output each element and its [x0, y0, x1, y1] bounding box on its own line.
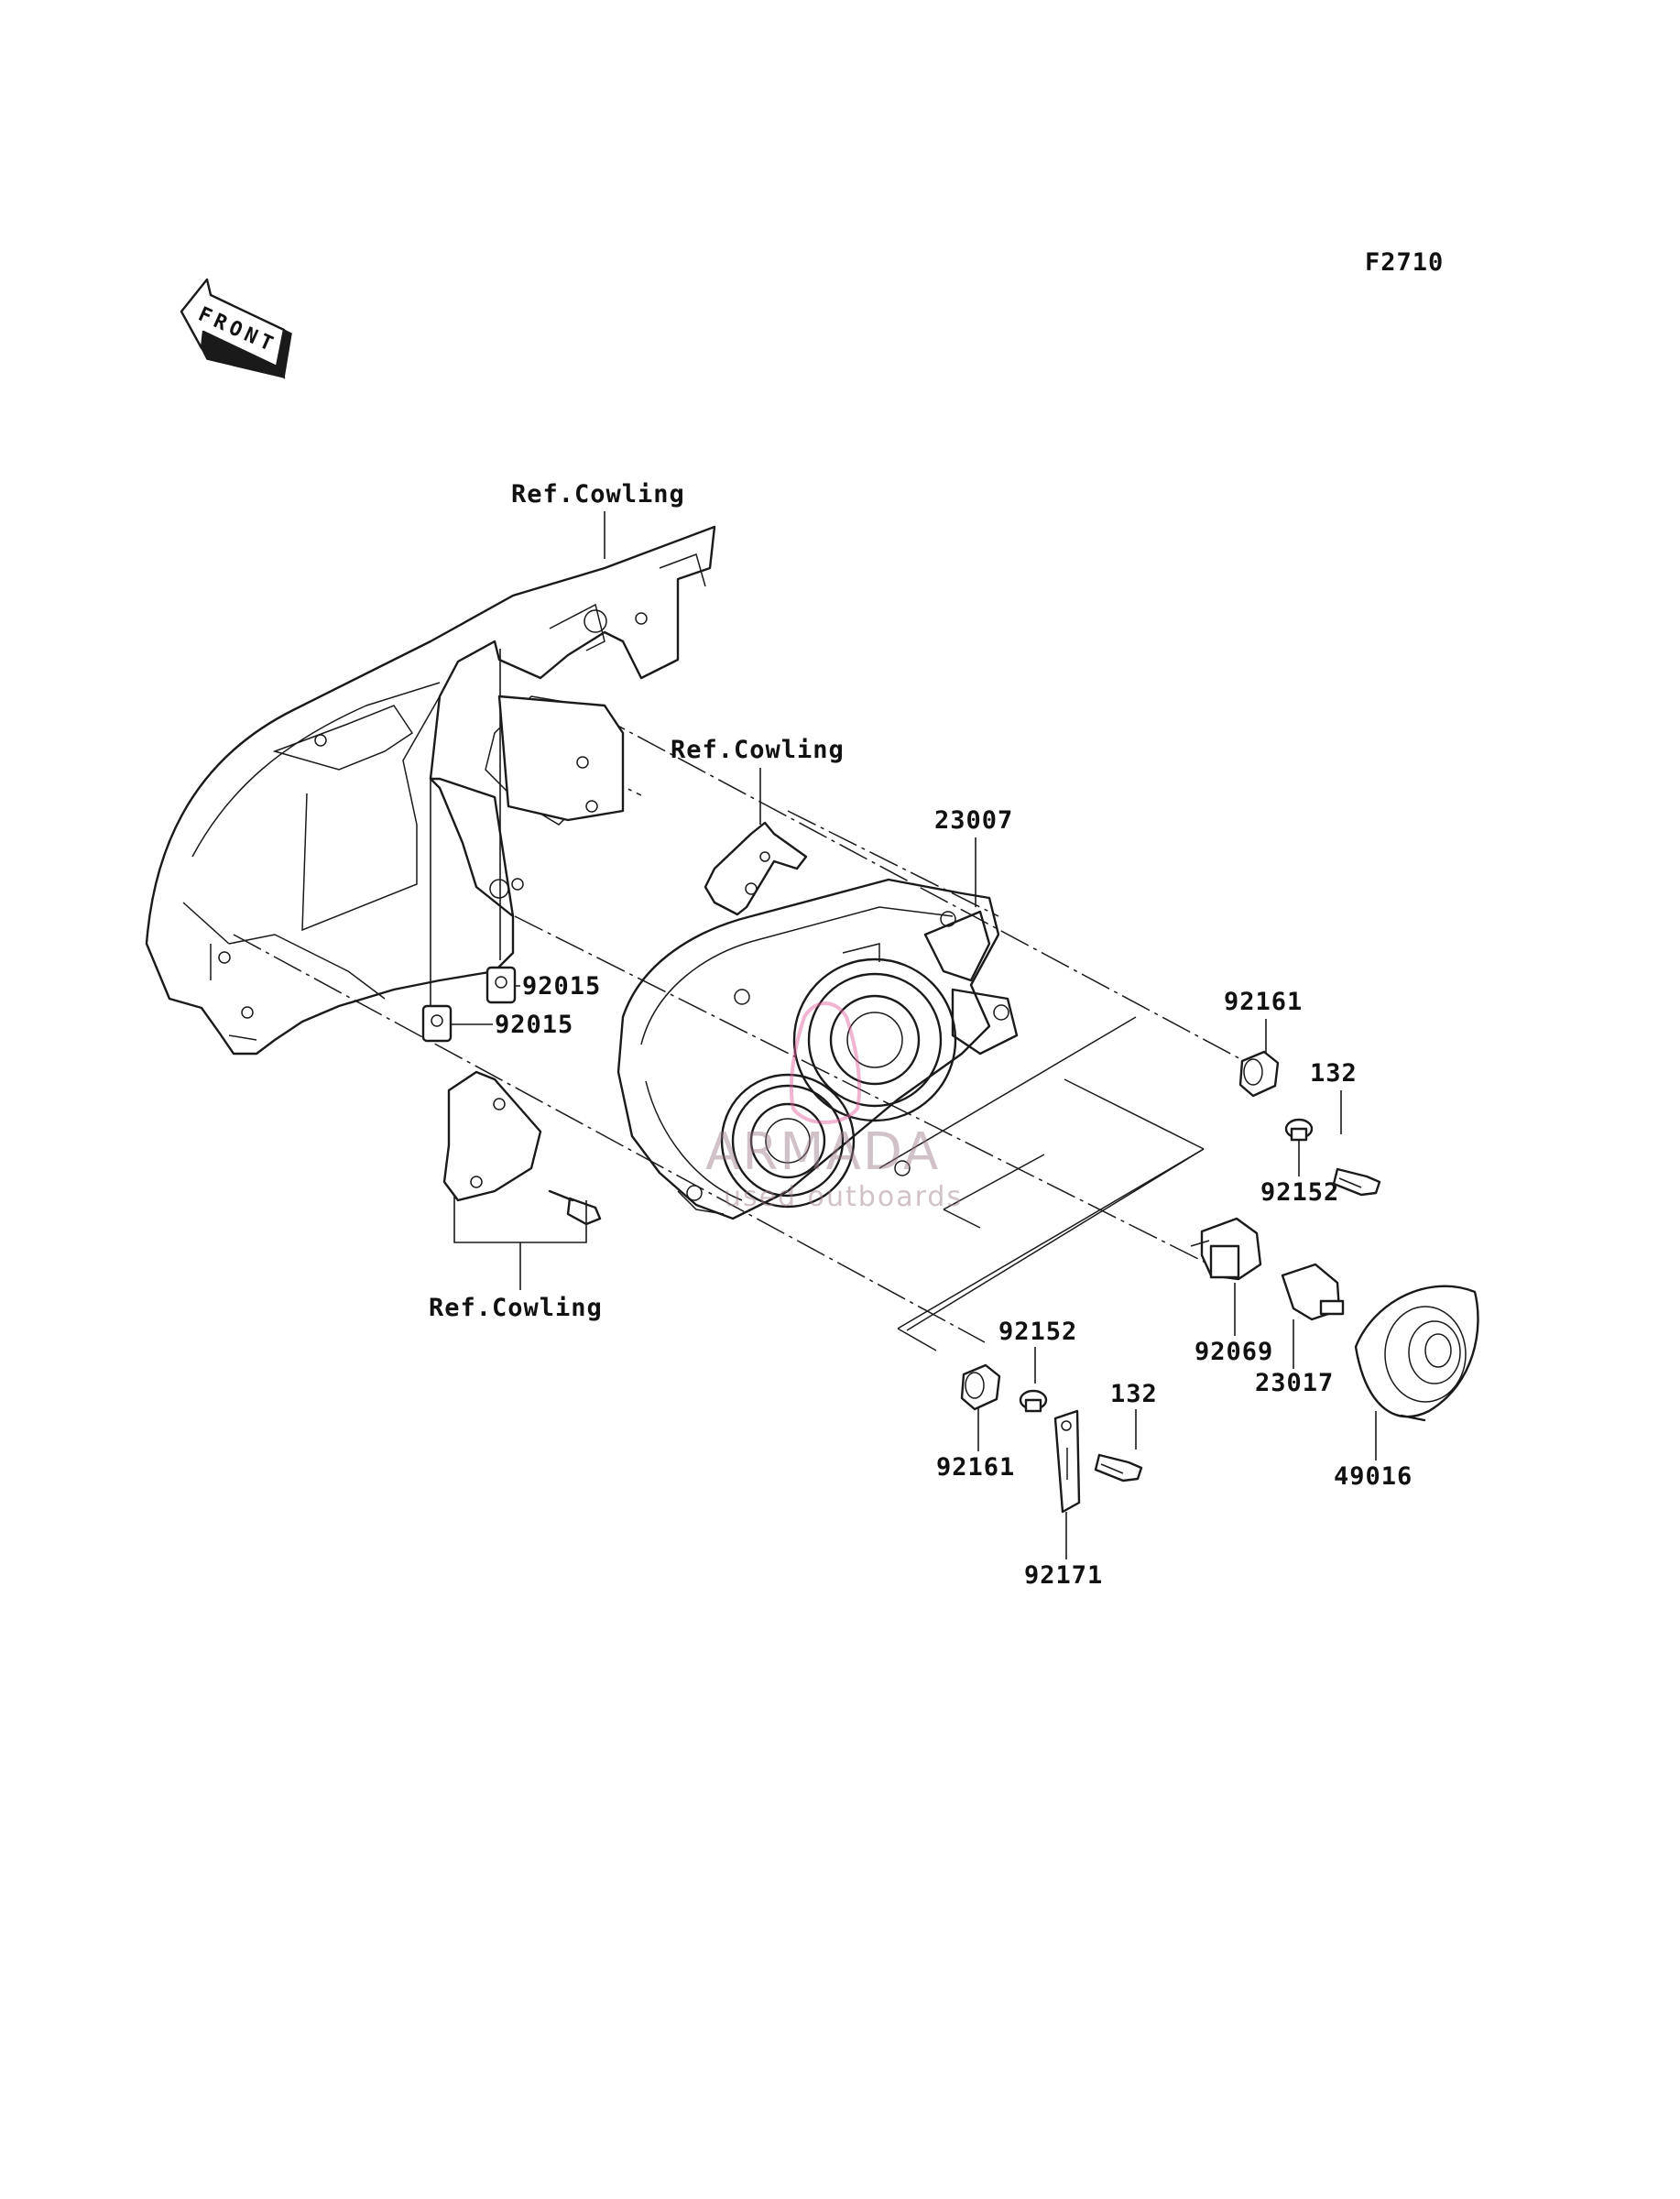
part-label-clip-lower: 92015: [495, 1011, 573, 1039]
dust-cover: [1354, 1285, 1479, 1422]
collar-upper: [1284, 1118, 1314, 1142]
part-label-bolt-lower: 132: [1110, 1380, 1158, 1408]
part-label-collar-upper: 92152: [1260, 1178, 1339, 1207]
ref-cowling-bottom-label: Ref.Cowling: [429, 1294, 603, 1322]
part-label-headlight: 23007: [934, 806, 1013, 835]
clip-lower: [421, 1004, 453, 1043]
watermark-tagline: used outboards: [724, 1181, 963, 1213]
part-label-bolt-upper: 132: [1310, 1059, 1358, 1088]
front-arrow-icon: FRONT: [180, 278, 292, 379]
part-label-collar-lower: 92152: [998, 1318, 1077, 1346]
clip-upper: [485, 966, 517, 1004]
part-label-grommet-upper: 92161: [1224, 988, 1303, 1016]
grommet-upper: [1238, 1050, 1280, 1098]
collar-lower: [1019, 1389, 1048, 1413]
part-label-socket: 23017: [1255, 1369, 1334, 1397]
bulb: [1190, 1217, 1262, 1281]
watermark-brand: ARMADA: [705, 1122, 940, 1182]
cowling-bracket-mid: [704, 821, 808, 916]
part-label-grommet-lower: 92161: [936, 1453, 1015, 1482]
watermark-logo-icon: [789, 1001, 862, 1124]
cowling-outline: [145, 525, 716, 1056]
alignment-lines: [233, 714, 1249, 1351]
bolt-lower: [1094, 1453, 1143, 1482]
headlight-assembly: [616, 878, 1019, 1220]
part-label-bulb: 92069: [1195, 1338, 1273, 1366]
ref-cowling-mid-label: Ref.Cowling: [671, 736, 845, 764]
socket: [1281, 1263, 1345, 1321]
cowling-bracket-bottom: [442, 1070, 602, 1226]
ref-cowling-top-label: Ref.Cowling: [511, 480, 685, 509]
part-label-cover: 49016: [1334, 1462, 1413, 1491]
figure-code: F2710: [1365, 248, 1444, 277]
grommet-lower: [960, 1363, 1001, 1411]
bracket-strip: [1053, 1409, 1081, 1514]
watermark: ARMADA used outboards: [705, 1001, 963, 1213]
bolt-upper: [1332, 1167, 1381, 1197]
part-label-clip-upper: 92015: [522, 972, 601, 1001]
part-label-bracket: 92171: [1024, 1561, 1103, 1590]
